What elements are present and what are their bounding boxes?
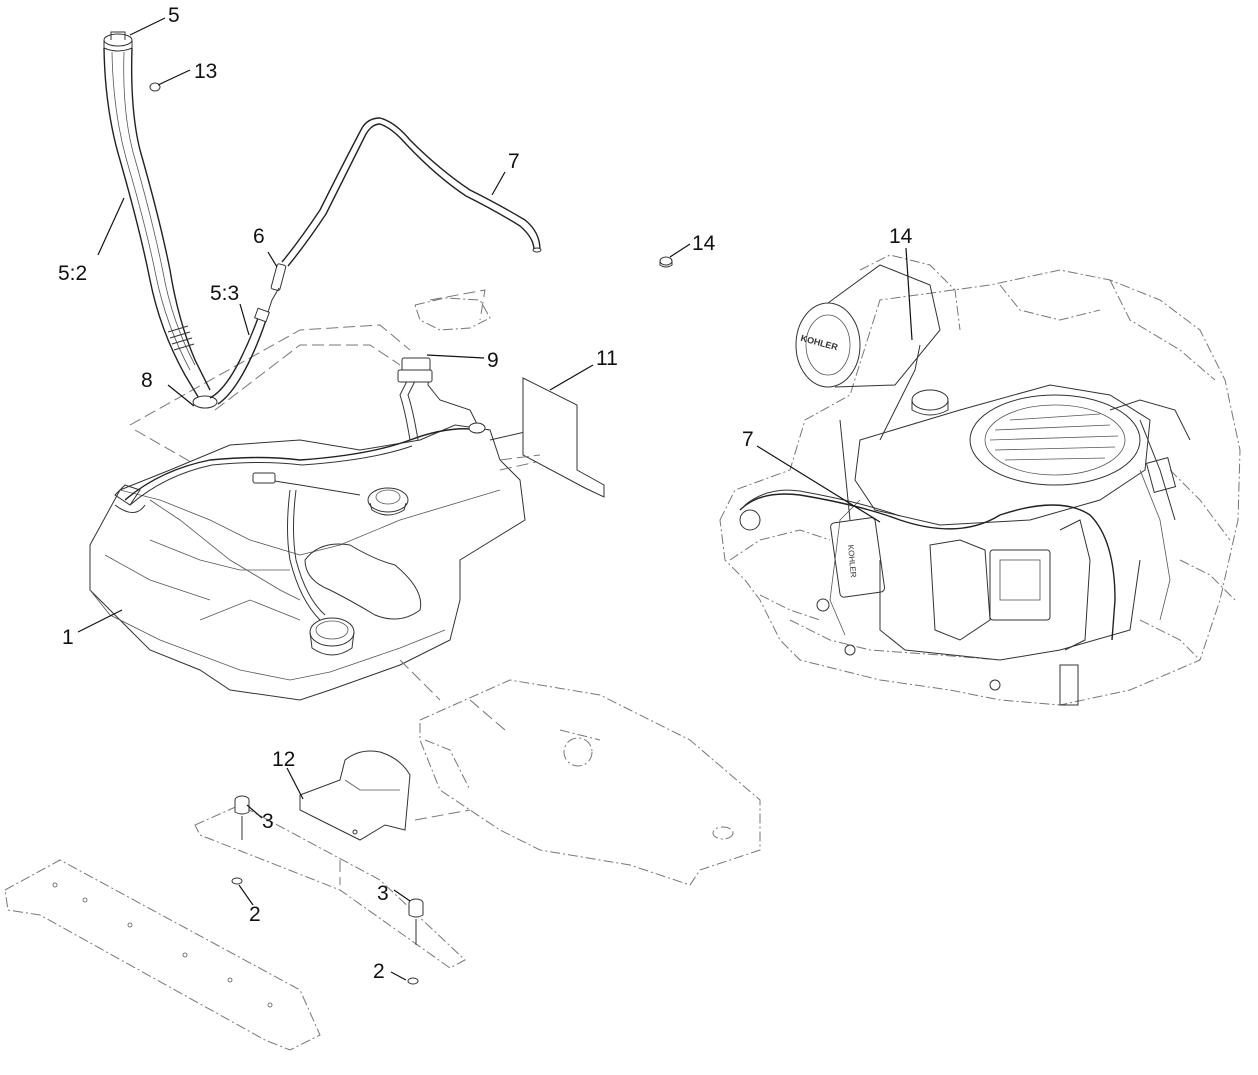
callout-1: 1 <box>62 626 74 649</box>
fuel-tank-shield <box>499 377 605 498</box>
engine-brand-logo: KOHLER <box>800 333 840 353</box>
leader-lines <box>77 17 913 981</box>
callout-12: 12 <box>272 748 295 771</box>
filler-neck-assembly <box>103 31 270 409</box>
callout-3-right: 3 <box>377 882 389 905</box>
engine-assembly: KOHLER KOHLER <box>719 254 1241 706</box>
callout-14-plug: 14 <box>692 232 716 255</box>
bumper-a <box>234 795 250 840</box>
mounting-plate <box>399 659 761 886</box>
callout-5: 5 <box>168 4 180 27</box>
lower-frame-rail <box>4 804 471 1051</box>
engine-side-logo: KOHLER <box>846 544 858 578</box>
bumper-b <box>408 898 424 945</box>
plug-a <box>659 256 673 268</box>
callout-labels: 5 13 5:2 5:3 6 7 8 9 11 1 12 3 2 3 2 14 … <box>58 4 913 983</box>
callout-2-left: 2 <box>249 903 261 926</box>
callout-11: 11 <box>596 347 618 370</box>
vent-line-assembly <box>267 117 542 313</box>
callout-7-tube: 7 <box>508 150 520 173</box>
nut-b <box>407 977 419 985</box>
callout-5-2: 5:2 <box>58 262 87 285</box>
callout-6: 6 <box>253 225 265 248</box>
callout-14-engine: 14 <box>889 225 913 248</box>
heat-shield <box>299 750 411 841</box>
fuel-tank-assembly <box>89 289 546 701</box>
nut-a <box>231 877 243 885</box>
callout-2-right: 2 <box>373 960 385 983</box>
callout-8: 8 <box>141 369 153 392</box>
callout-9: 9 <box>487 349 499 372</box>
callout-5-3: 5:3 <box>210 282 239 305</box>
callout-13: 13 <box>194 60 217 83</box>
callout-7-engine: 7 <box>742 428 754 451</box>
callout-3-left: 3 <box>262 810 274 833</box>
